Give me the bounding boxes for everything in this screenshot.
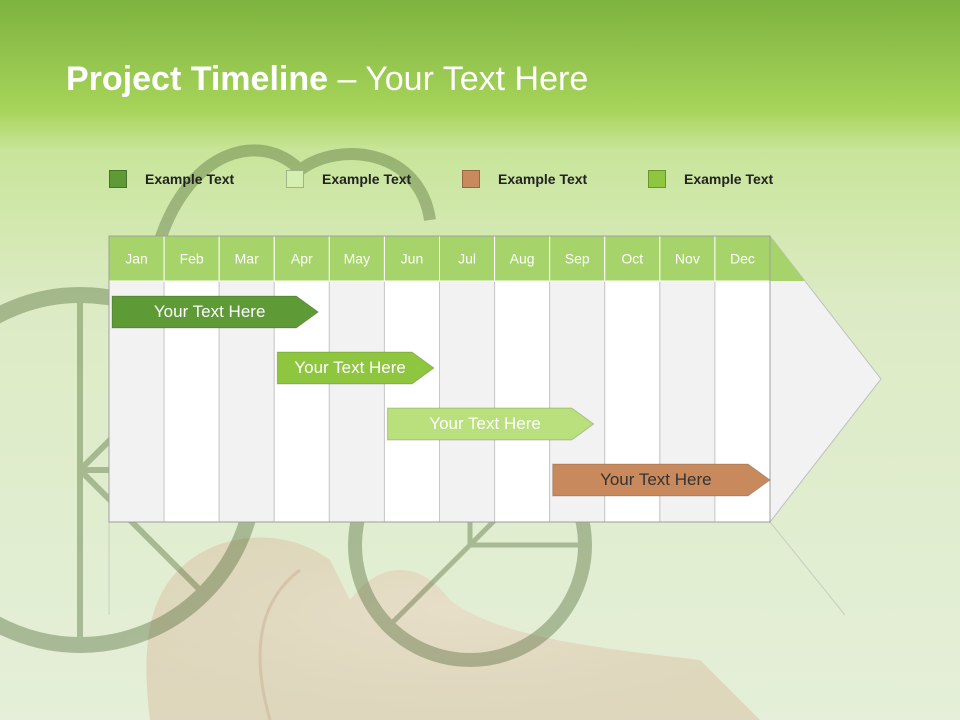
timeline-bar-label: Your Text Here [153, 302, 266, 321]
month-header-cell [383, 235, 440, 282]
month-column [383, 280, 440, 523]
legend-item: Example Text [109, 170, 234, 188]
legend-item: Example Text [286, 170, 411, 188]
legend-swatch [462, 170, 480, 188]
month-label: Feb [180, 251, 204, 267]
legend-label: Example Text [498, 171, 588, 187]
month-label: Aug [510, 251, 535, 267]
month-label: Sep [565, 251, 590, 267]
month-label: Dec [730, 251, 755, 267]
timeline-bar-label: Your Text Here [294, 358, 406, 377]
month-label: Mar [235, 251, 259, 267]
timeline-border [108, 235, 771, 523]
month-column [328, 280, 385, 523]
legend-swatch [648, 170, 666, 188]
month-label: Nov [675, 251, 700, 267]
reflection-line [769, 521, 846, 616]
legend: Example Text Example Text Example Text E… [0, 170, 960, 194]
month-column [494, 280, 551, 523]
month-header-cell [163, 235, 220, 282]
month-header-cell [328, 235, 385, 282]
legend-label: Example Text [322, 171, 412, 187]
legend-item: Example Text [462, 170, 587, 188]
legend-swatch [109, 170, 127, 188]
legend-item: Example Text [648, 170, 773, 188]
legend-swatch [286, 170, 304, 188]
month-header-cell [218, 235, 275, 282]
month-header-cell [714, 235, 771, 282]
month-label: Jan [125, 251, 148, 267]
title-rest: – Your Text Here [328, 60, 589, 98]
month-header-cell [549, 235, 606, 282]
month-label: Jul [458, 251, 476, 267]
legend-label: Example Text [684, 171, 774, 187]
title-bold: Project Timeline [66, 60, 329, 98]
month-label: Jun [401, 251, 424, 267]
timeline-bar-label: Your Text Here [429, 414, 541, 433]
timeline-bar [276, 351, 435, 385]
month-label: Oct [621, 251, 643, 267]
timeline-arrow-header [770, 236, 805, 281]
timeline-bar [111, 295, 320, 329]
timeline-bar [552, 463, 771, 497]
page-title: Project Timeline – Your Text Here [66, 60, 588, 99]
timeline-bar-label: Your Text Here [600, 470, 712, 489]
timeline-bar [386, 407, 595, 441]
month-label: May [344, 251, 370, 267]
legend-label: Example Text [145, 171, 235, 187]
month-header-cell [439, 235, 496, 282]
month-column [439, 280, 496, 523]
month-header-cell [273, 235, 330, 282]
month-label: Apr [291, 251, 313, 267]
timeline-reflection [108, 521, 846, 616]
